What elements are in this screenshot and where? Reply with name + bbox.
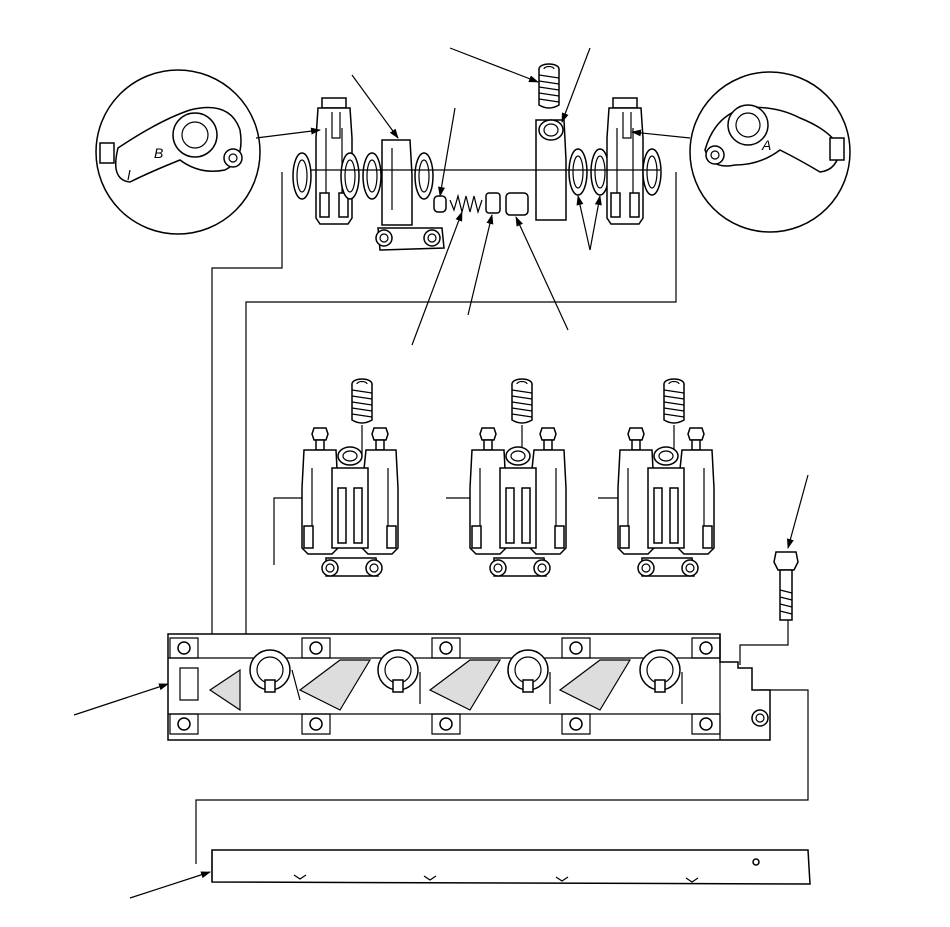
- exploded-rocker-assembly: [292, 63, 662, 251]
- rocker-group-3: [598, 378, 714, 576]
- bottom-bar: [211, 849, 811, 885]
- camshaft-holder: [167, 633, 771, 741]
- rocker-group-2: [446, 378, 566, 576]
- rocker-group-1: [273, 378, 398, 576]
- leader-lines-top: [73, 47, 809, 899]
- detail-circle-b: B: [95, 69, 261, 235]
- stud-bolt: [773, 551, 799, 621]
- detail-letter-a: A: [761, 137, 771, 153]
- detail-circle-a: A: [689, 71, 851, 233]
- detail-letter-b: B: [154, 145, 163, 161]
